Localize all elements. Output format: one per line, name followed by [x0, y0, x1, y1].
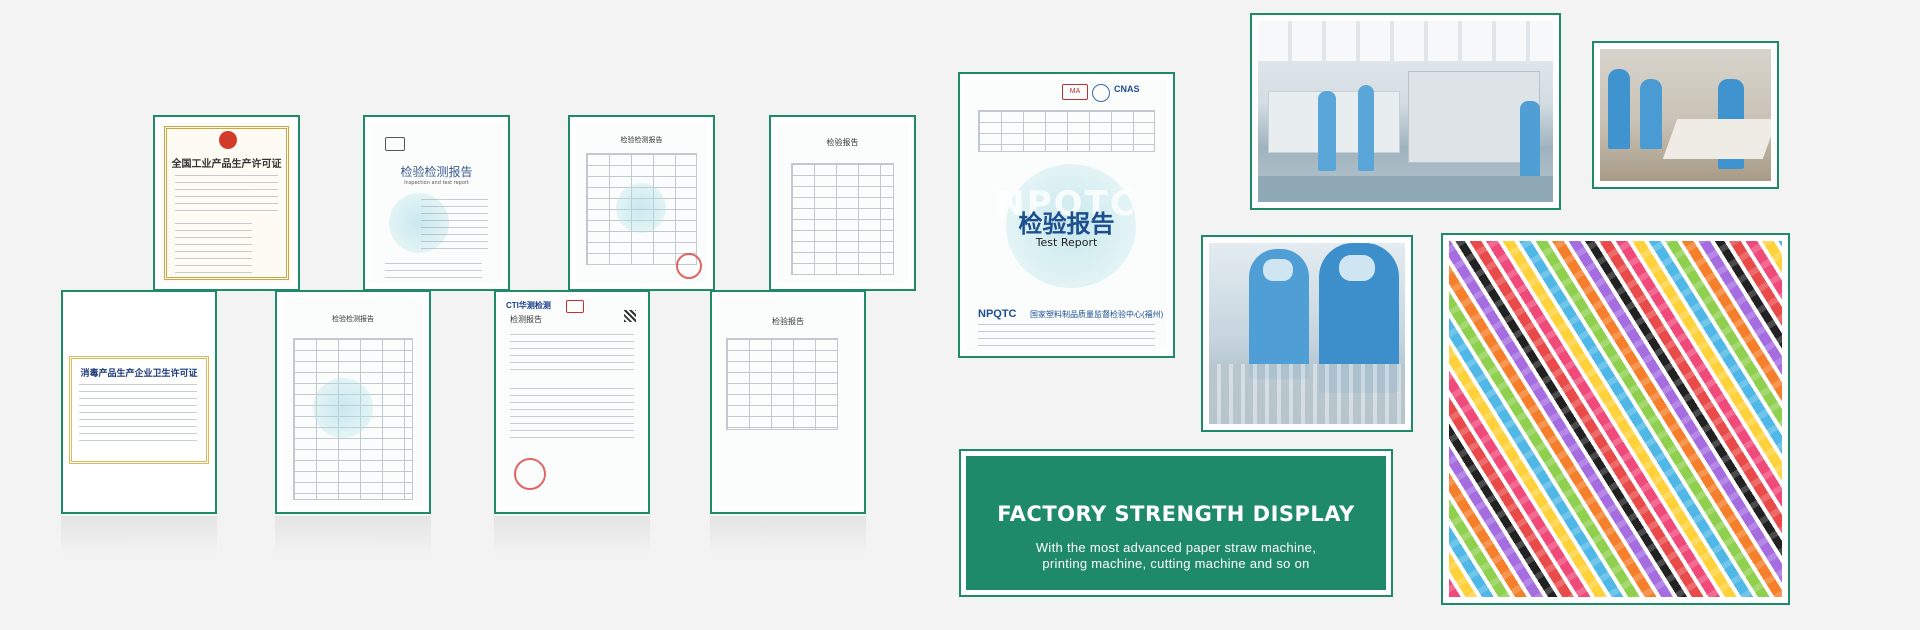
watermark-text: NPQTC	[996, 184, 1137, 224]
certificate-title: 检验检测报告	[332, 315, 374, 323]
certificate-inspection-report-4: 检验检测报告	[275, 290, 431, 514]
certificate-cti-report: CTI华测检测 检测报告	[494, 290, 650, 514]
certificate-inspection-report-3: 检验报告	[769, 115, 916, 291]
banner-desc-line-1: With the most advanced paper straw machi…	[1035, 540, 1317, 555]
certificate-title: 检验报告	[772, 317, 804, 326]
certificate-npqtc-test-report: MA CNAS NPQTC 检验报告 Test Report NPQTC 国家塑…	[958, 72, 1175, 358]
certificate-title: 检验报告	[1018, 210, 1115, 238]
banner-title: FACTORY STRENGTH DISPLAY	[997, 502, 1355, 526]
certificate-inspection-report-2: 检验检测报告	[568, 115, 715, 291]
certificate-inspection-report-1: 检验检测报告 Inspection and test report	[363, 115, 510, 291]
certificate-inspection-report-5: 检验报告	[710, 290, 866, 514]
ilac-badge-icon	[1092, 84, 1110, 102]
banner-panel: FACTORY STRENGTH DISPLAY With the most a…	[966, 456, 1386, 590]
photo-paper-straws	[1441, 233, 1790, 605]
photo-workers-packing	[1592, 41, 1779, 189]
certificate-title: 检验检测报告	[400, 165, 473, 179]
factory-strength-banner: FACTORY STRENGTH DISPLAY With the most a…	[959, 449, 1393, 597]
certificate-subtitle: Inspection and test report	[404, 180, 469, 186]
certificate-title: 检验报告	[826, 138, 859, 147]
certificate-title: 消毒产品生产企业卫生许可证	[80, 369, 198, 379]
npqtc-footer-brand: NPQTC	[978, 308, 1017, 320]
certificate-hygiene-license: 消毒产品生产企业卫生许可证	[61, 290, 217, 514]
photo-workers-machine	[1201, 235, 1413, 432]
banner-description: With the most advanced paper straw machi…	[966, 540, 1386, 572]
banner-desc-line-2: printing machine, cutting machine and so…	[1042, 556, 1310, 571]
cnas-badge-icon: CNAS	[1114, 84, 1140, 94]
photo-factory-floor	[1250, 13, 1561, 210]
certificate-subtitle: Test Report	[1035, 236, 1098, 249]
national-emblem-icon	[219, 131, 237, 149]
cma-badge-icon: MA	[1062, 84, 1088, 100]
certificate-title: 检测报告	[510, 315, 542, 324]
certificate-title: 全国工业产品生产许可证	[171, 159, 282, 170]
cma-badge-icon	[566, 300, 584, 313]
qr-code-icon	[624, 310, 636, 322]
cma-badge-icon	[385, 137, 405, 151]
certificate-production-license: 全国工业产品生产许可证	[153, 115, 300, 291]
cti-brand: CTI华测检测	[506, 301, 551, 310]
certificate-title: 检验检测报告	[620, 136, 663, 144]
npqtc-footer-text: 国家塑料制品质量监督检验中心(福州)	[1030, 310, 1164, 319]
